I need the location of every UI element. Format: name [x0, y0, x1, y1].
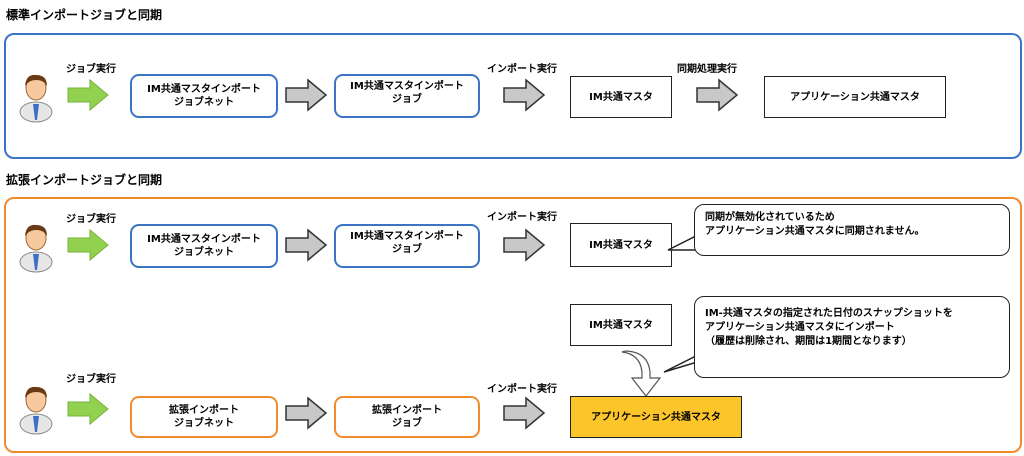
user-icon [19, 386, 53, 435]
sync-disabled-callout: 同期が無効化されているため アプリケーション共通マスタに同期されません。 [694, 204, 1010, 256]
job-exec-label: ジョブ実行 [66, 214, 116, 225]
sync-exec-label: 同期処理実行 [677, 64, 737, 75]
job-box-line1: 拡張インポート [372, 405, 442, 416]
jobnet-box-line2: ジョブネット [173, 247, 234, 258]
im-master-import-job-box: IM共通マスタインポートジョブ [334, 74, 480, 118]
snapshot-im-master-box: IM共通マスタ [570, 304, 672, 346]
callout-line1: IM-共通マスタの指定された日付のスナップショットを [705, 308, 953, 319]
extended-import-jobnet-box: 拡張インポートジョブネット [130, 396, 278, 438]
jobnet-box-line2: ジョブネット [174, 418, 234, 429]
snapshot-import-callout: IM-共通マスタの指定された日付のスナップショットを アプリケーション共通マスタ… [694, 296, 1010, 378]
job-exec-label: ジョブ実行 [66, 64, 116, 75]
extended-import-job-box: 拡張インポートジョブ [334, 396, 480, 438]
extended-section-heading: 拡張インポートジョブと同期 [6, 173, 163, 187]
job-box-line2: ジョブ [392, 418, 422, 429]
user-icon [19, 224, 53, 273]
jobnet-box-line1: IM共通マスタインポート [147, 84, 261, 95]
job-exec-label: ジョブ実行 [66, 374, 116, 385]
callout-line1: 同期が無効化されているため [705, 212, 835, 223]
im-master-import-jobnet-box: IM共通マスタインポートジョブネット [130, 224, 278, 268]
import-exec-label: インポート実行 [487, 212, 557, 223]
callout-line3: （履歴は削除され、期間は1期間となります） [705, 336, 912, 347]
job-box-line1: IM共通マスタインポート [350, 231, 464, 242]
gray-arrow-icon [696, 78, 739, 112]
green-arrow-icon [67, 78, 109, 112]
import-exec-label: インポート実行 [487, 384, 557, 395]
im-master-import-jobnet-box: IM共通マスタインポートジョブネット [130, 74, 278, 118]
user-icon [19, 74, 53, 123]
gray-arrow-icon [503, 78, 546, 112]
callout-line2: アプリケーション共通マスタにインポート [705, 322, 895, 333]
green-arrow-icon [67, 228, 109, 262]
im-master-import-job-box: IM共通マスタインポートジョブ [334, 224, 480, 268]
jobnet-box-line1: IM共通マスタインポート [147, 234, 261, 245]
im-master-box: IM共通マスタ [570, 223, 672, 267]
gray-arrow-icon [285, 228, 328, 262]
callout-line2: アプリケーション共通マスタに同期されません。 [705, 226, 925, 237]
jobnet-box-line2: ジョブネット [173, 97, 234, 108]
gray-arrow-icon [285, 396, 328, 430]
standard-section-panel [4, 33, 1022, 159]
app-master-box: アプリケーション共通マスタ [764, 76, 946, 118]
gray-arrow-icon [503, 228, 546, 262]
job-box-line2: ジョブ [391, 94, 422, 105]
jobnet-box-line1: 拡張インポート [169, 405, 239, 416]
import-exec-label: インポート実行 [487, 64, 557, 75]
im-master-box: IM共通マスタ [570, 76, 672, 118]
gray-arrow-icon [503, 396, 546, 430]
curved-down-arrow-icon [621, 350, 662, 397]
gray-arrow-icon [285, 78, 328, 112]
extended-section-panel [4, 197, 1022, 453]
green-arrow-icon [67, 392, 109, 426]
standard-section-heading: 標準インポートジョブと同期 [6, 8, 163, 22]
job-box-line2: ジョブ [391, 244, 422, 255]
extended-app-master-box: アプリケーション共通マスタ [570, 396, 742, 438]
job-box-line1: IM共通マスタインポート [350, 81, 464, 92]
